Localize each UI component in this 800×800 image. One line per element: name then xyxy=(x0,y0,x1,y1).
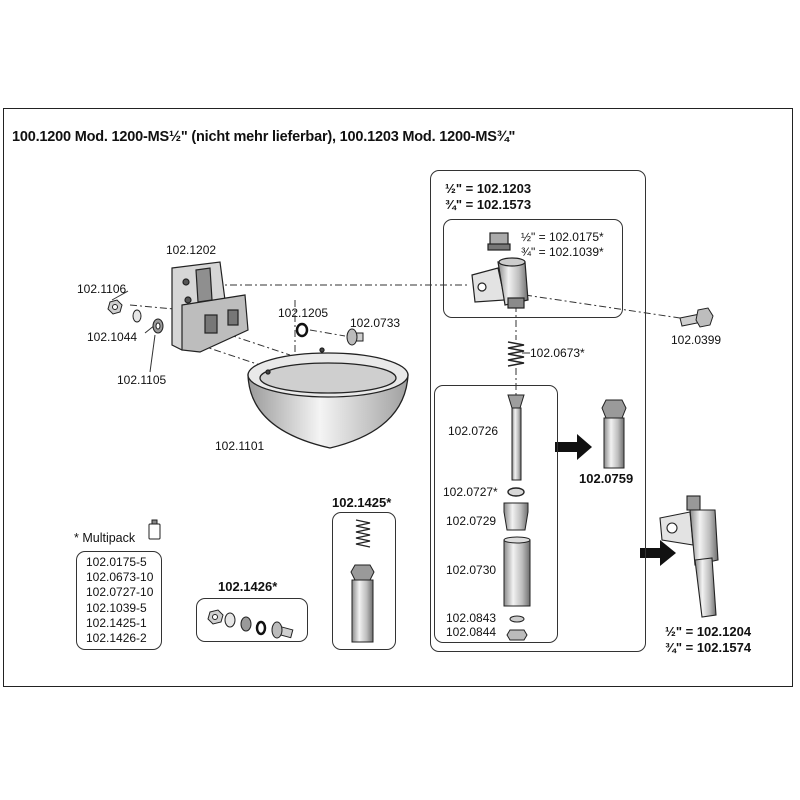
bolt-102-0399 xyxy=(679,307,714,328)
multipack-heading: * Multipack xyxy=(74,531,136,545)
complete-valve-half: ½" = 102.1204 xyxy=(665,624,752,639)
washer-102-1105 xyxy=(152,318,164,334)
valve-group-half: ½" = 102.1203 xyxy=(445,181,532,196)
label-102-0844: 102.0844 xyxy=(446,625,497,639)
list-item: 102.0727-10 xyxy=(86,585,154,600)
nut-102-0844 xyxy=(506,629,528,641)
part-102-1425 xyxy=(350,519,375,643)
label-102-0843: 102.0843 xyxy=(446,611,497,625)
part-1426-box xyxy=(196,598,308,642)
spring-102-0673 xyxy=(507,341,525,367)
list-item: 102.1039-5 xyxy=(86,600,147,615)
part-102-1426 xyxy=(207,609,294,639)
multipack-list: 102.0175-5 102.0673-10 102.0727-10 102.1… xyxy=(86,555,153,646)
valve-group-box xyxy=(430,170,646,652)
nut-102-0729 xyxy=(503,502,529,531)
label-102-0673: 102.0673* xyxy=(530,346,585,360)
bowl-part xyxy=(247,347,409,449)
page-title: 100.1200 Mod. 1200-MS½" (nicht mehr lief… xyxy=(12,129,516,145)
label-102-1106: 102.1106 xyxy=(77,282,127,296)
pointer-lines xyxy=(111,290,530,373)
leader-lines xyxy=(129,284,681,395)
label-102-1426: 102.1426* xyxy=(218,579,278,594)
insert-102-0759 xyxy=(601,399,627,469)
multipack-box xyxy=(76,551,162,650)
list-item: 102.0673-10 xyxy=(86,570,154,585)
nut-102-1106 xyxy=(107,299,123,315)
complete-valve xyxy=(659,495,719,618)
valve-group-threequarter: ¾" = 102.1573 xyxy=(445,197,532,212)
bracket-part xyxy=(171,261,249,353)
label-102-0399: 102.0399 xyxy=(671,333,722,347)
leader-line xyxy=(199,344,261,366)
label-102-1101: 102.1101 xyxy=(215,439,265,453)
list-item: 102.1425-1 xyxy=(86,615,147,630)
pin-102-0726 xyxy=(507,394,525,481)
arrow-right-icon xyxy=(640,540,676,566)
label-102-1105: 102.1105 xyxy=(117,373,167,387)
label-102-0726: 102.0726 xyxy=(448,424,499,438)
valve-body xyxy=(471,232,529,309)
complete-valve-threequarter: ¾" = 102.1574 xyxy=(665,640,752,655)
label-102-0730: 102.0730 xyxy=(446,563,497,577)
part-1425-box xyxy=(332,512,396,650)
oring-102-1205 xyxy=(295,322,309,338)
label-102-1425: 102.1425* xyxy=(332,495,392,510)
valve-body-box xyxy=(443,219,623,318)
oring-102-0727 xyxy=(507,487,525,497)
valve-body-half: ½" = 102.0175* xyxy=(521,230,604,244)
label-102-0729: 102.0729 xyxy=(446,514,497,528)
label-102-1202: 102.1202 xyxy=(166,243,217,257)
list-item: 102.1426-2 xyxy=(86,631,147,646)
valve-body-threequarter: ¾" = 102.1039* xyxy=(521,245,604,259)
sleeve-102-0730 xyxy=(503,536,531,607)
label-102-0759: 102.0759 xyxy=(579,471,634,486)
label-102-0733: 102.0733 xyxy=(350,316,401,330)
label-102-1205: 102.1205 xyxy=(278,306,329,320)
arrow-right-icon xyxy=(555,434,592,460)
screw-102-0733 xyxy=(346,328,364,346)
washer-102-1044 xyxy=(132,309,142,323)
label-102-1044: 102.1044 xyxy=(87,330,138,344)
leader-line xyxy=(524,294,681,319)
multipack-box-icon xyxy=(148,519,161,540)
diagram-frame xyxy=(3,108,793,687)
internals-box xyxy=(434,385,558,643)
leader-line xyxy=(309,329,346,337)
leader-line xyxy=(214,329,291,356)
list-item: 102.0175-5 xyxy=(86,555,147,569)
label-102-0727: 102.0727* xyxy=(443,485,498,499)
washer-102-0843 xyxy=(509,615,525,623)
